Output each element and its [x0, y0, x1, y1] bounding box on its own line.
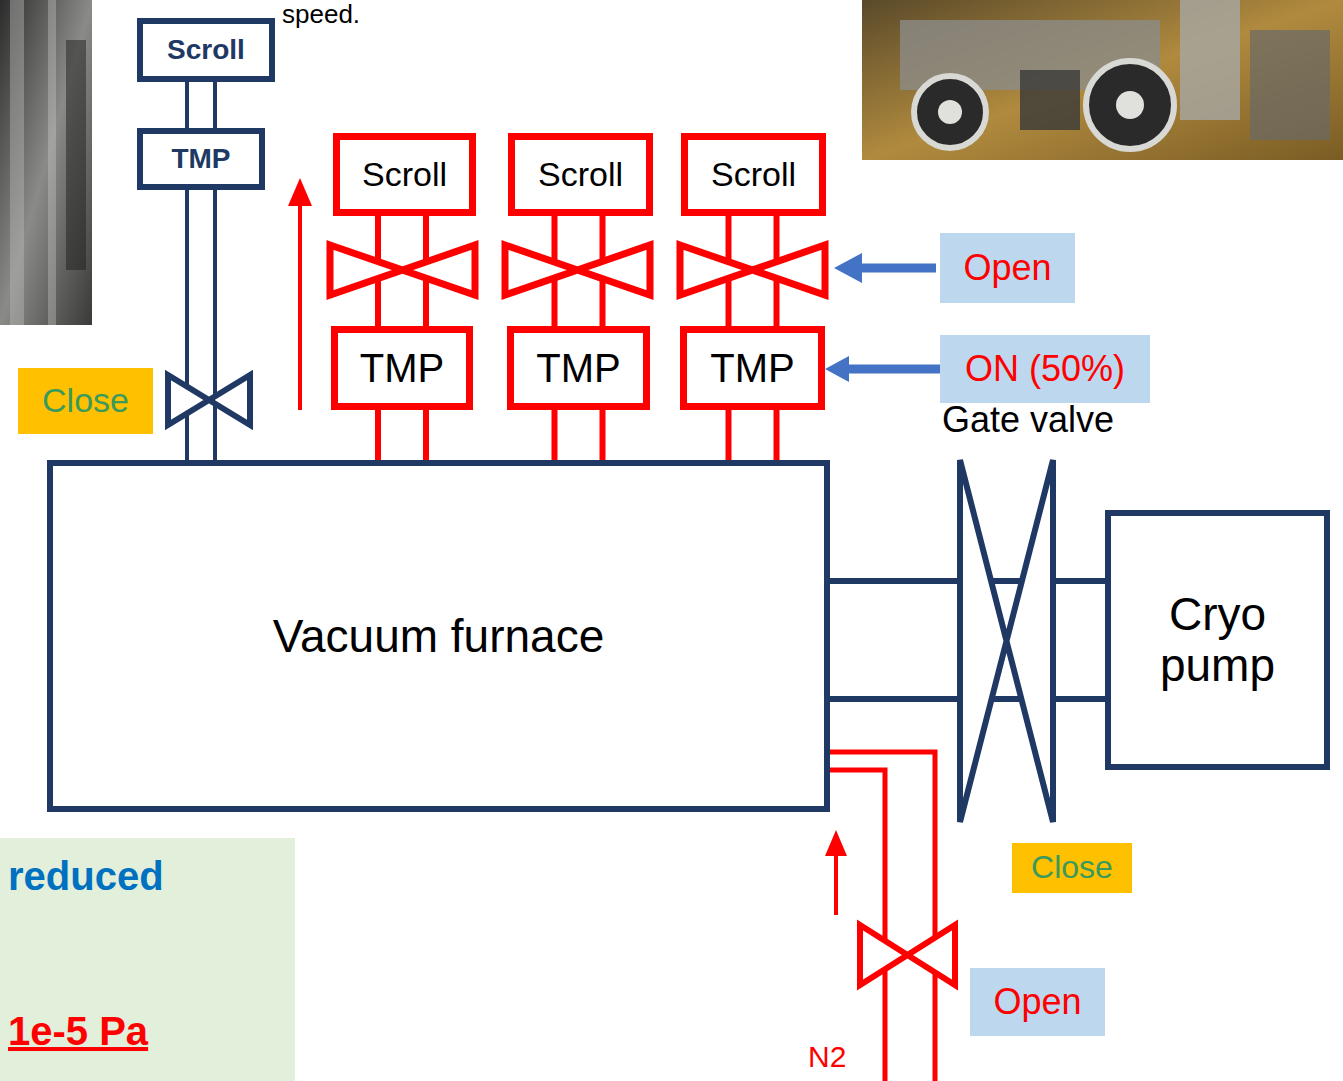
- note-text: 1e-5 Pa: [8, 1009, 148, 1053]
- n2-pipe: [830, 752, 935, 1081]
- box-label: Scroll: [167, 35, 245, 66]
- box-label: Open: [993, 982, 1081, 1022]
- valve-symbol: [505, 245, 650, 295]
- pipe-bore: [558, 410, 600, 460]
- box-label: TMP: [171, 144, 230, 175]
- box-label: Close: [42, 382, 129, 419]
- gas-label: N2: [808, 1040, 846, 1073]
- pipe: [578, 410, 579, 460]
- state-tag: Open: [970, 968, 1105, 1036]
- valve-symbol: [330, 245, 475, 295]
- arrow-line: [849, 365, 940, 374]
- pump-box: TMP: [507, 326, 650, 410]
- box-label: TMP: [360, 346, 444, 390]
- box-label: Open: [963, 248, 1051, 288]
- pump-box: Scroll: [333, 133, 476, 216]
- state-tag: Close: [1012, 843, 1132, 893]
- pipe: [752, 410, 753, 460]
- pipe-wall: [185, 190, 217, 460]
- pipe-bore: [381, 410, 423, 460]
- pump-photo: [862, 0, 1343, 160]
- state-tag: Open: [940, 233, 1075, 303]
- pointer-arrow: [834, 253, 936, 283]
- gate-valve-symbol: [960, 460, 1053, 822]
- state-tag: ON (50%): [940, 335, 1150, 403]
- note-text: speed.: [282, 0, 360, 29]
- pointer-arrow: [849, 369, 940, 370]
- pump-box: Cryo pump: [1105, 510, 1330, 770]
- pump-box: Scroll: [508, 133, 653, 216]
- box-label: Close: [1031, 850, 1113, 885]
- note-box: reduced 1e-5 Pa: [0, 838, 295, 1081]
- pump-box: TMP: [680, 326, 825, 410]
- box-label: Scroll: [538, 156, 623, 193]
- box-label: TMP: [536, 346, 620, 390]
- pipe-wall: [726, 410, 780, 460]
- pump-box: TMP: [331, 326, 473, 410]
- valve-label: Gate valve: [942, 400, 1114, 440]
- box-label: TMP: [710, 346, 794, 390]
- pipe-bore: [189, 82, 213, 128]
- box-label: Scroll: [362, 156, 447, 193]
- pipe-bore: [189, 190, 213, 460]
- box-label: Cryo pump: [1143, 589, 1293, 690]
- pump-box: Scroll: [681, 133, 826, 216]
- pipe: [402, 410, 403, 460]
- pipe: [201, 82, 202, 128]
- furnace-box: Vacuum furnace: [47, 460, 830, 812]
- flow-arrow: [288, 178, 312, 410]
- valve-symbol: [680, 245, 825, 295]
- n2-arrow: [825, 830, 847, 915]
- chamber-photo: [0, 0, 92, 325]
- box-label: Scroll: [711, 156, 796, 193]
- pipe: [201, 190, 202, 460]
- valve-symbol: [168, 375, 250, 425]
- pipe-wall: [375, 410, 429, 460]
- pipe-wall: [185, 82, 217, 128]
- box-label: Vacuum furnace: [273, 611, 605, 662]
- box-label: ON (50%): [965, 349, 1125, 389]
- pump-box: TMP: [137, 128, 265, 190]
- state-tag: Close: [18, 368, 153, 434]
- pipe-wall: [552, 410, 606, 460]
- valve-symbol: [860, 925, 955, 985]
- pump-box: Scroll: [137, 18, 275, 82]
- pipe-bore: [732, 410, 774, 460]
- note-text: reduced: [8, 854, 164, 898]
